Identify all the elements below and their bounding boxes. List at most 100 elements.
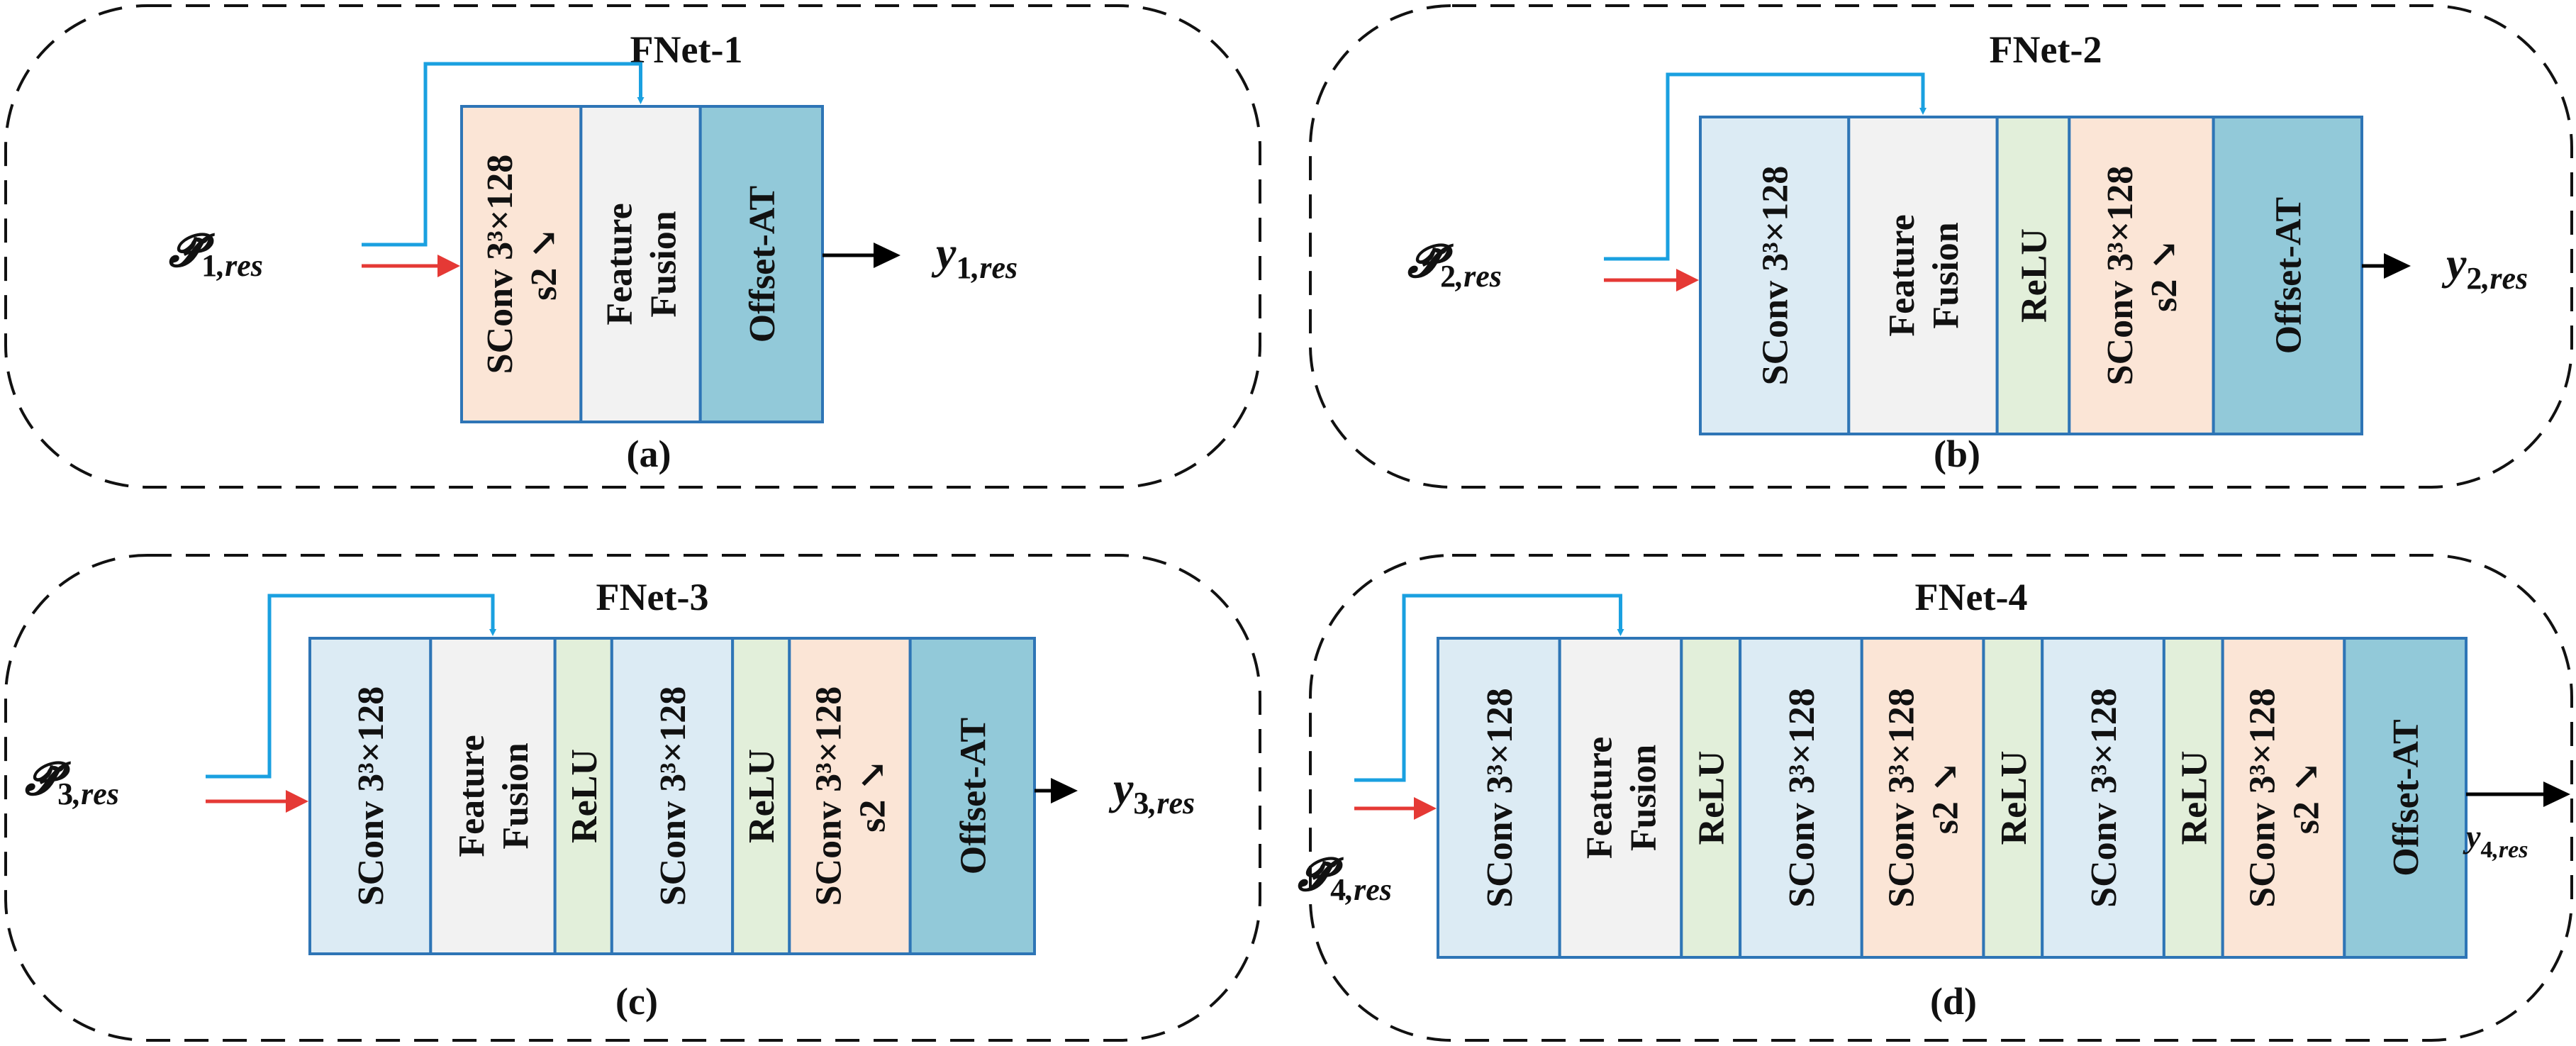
block-label: Offset-AT [742,186,783,343]
block-rect [908,637,1036,955]
block-label: ReLU [1994,751,2034,845]
block-rect [2343,637,2468,959]
output-label: y4,res [2463,818,2528,863]
block-rect [579,105,702,423]
block-label: ReLU [2174,751,2214,845]
block-sconv: SConv 3³×128 [1739,637,1863,959]
block-offset: Offset-AT [2343,637,2468,959]
panel-title: FNet-1 [630,28,743,71]
input-arrowhead [286,790,308,813]
input-label: 𝓟̃1,res [169,226,263,283]
block-label: Offset-AT [2386,719,2426,876]
block-label: s2 ↘ [2287,762,2327,835]
block-label: SConv 3³×128 [1882,688,1922,908]
block-rect [460,105,583,423]
block-relu: ReLU [553,637,613,955]
output-arrowhead [1051,778,1078,803]
block-offset: Offset-AT [908,637,1036,955]
block-label: SConv 3³×128 [1782,688,1822,908]
block-rect [1558,637,1683,959]
panel-caption: (a) [627,433,671,475]
block-label: SConv 3³×128 [653,686,693,906]
block-label: SConv 3³×128 [480,155,520,374]
block-label: Fusion [1926,222,1966,328]
panel-caption: (d) [1930,980,1977,1023]
block-label: SConv 3³×128 [2084,688,2124,908]
block-rect [2221,637,2346,959]
block-rect [698,105,825,423]
block-rect [610,637,735,955]
block-offset: Offset-AT [698,105,825,423]
block-offset: Offset-AT [2212,116,2364,435]
block-label: SConv 3³×128 [1756,166,1796,386]
panel-caption: (c) [615,980,658,1023]
block-label: ReLU [2014,228,2054,323]
block-rect [2162,637,2224,959]
block-label: SConv 3³×128 [2100,166,2141,386]
output-arrowhead [2384,253,2411,279]
panel-title: FNet-4 [1915,576,2028,618]
panel-title: FNet-2 [1990,28,2102,71]
panel-frame-d [1309,554,2573,1042]
block-label: s2 ↘ [852,760,893,833]
block-label: s2 ↘ [1926,762,1966,835]
skip-connection-arrow [1354,594,1624,782]
block-sconv: SConv 3³×128 [1437,637,1561,959]
block-label: SConv 3³×128 [1480,688,1520,908]
block-label: Offset-AT [2268,197,2309,354]
block-rect [2041,637,2165,959]
block-label: Feature [452,735,492,857]
block-rect [429,637,557,955]
block-label: Feature [1882,214,1922,336]
block-relu: ReLU [1680,637,1742,959]
block-sconv: SConv 3³×128 [308,637,433,955]
block-label: Fusion [643,211,684,317]
block-relu: ReLU [731,637,791,955]
input-label: 𝓟̃4,res [1298,850,1392,907]
block-rect [1437,637,1561,959]
block-label: s2 ↘ [524,228,564,301]
block-rect [1847,116,1999,435]
block-label: ReLU [1692,751,1732,845]
block-rect [1739,637,1863,959]
panel-frame-b [1309,4,2573,489]
block-label: SConv 3³×128 [2243,688,2283,908]
block-label: Fusion [1623,745,1663,851]
input-arrowhead [1414,797,1437,820]
output-label: y2,res [2441,238,2528,296]
panel-frame-c [4,554,1261,1042]
block-label: Fusion [496,742,536,849]
skip-connection-arrow [1604,72,1927,261]
block-label: Offset-AT [953,718,993,874]
block-sconv: SConv 3³×128 [1699,116,1851,435]
input-label: 𝓟̃2,res [1407,236,1502,294]
block-relu: ReLU [1995,116,2071,435]
panel-caption: (b) [1934,433,1980,475]
output-label: y3,res [1108,763,1195,820]
block-sconv: SConv 3³×128 [2041,637,2165,959]
panel-title: FNet-3 [596,576,709,618]
block-label: ReLU [742,749,782,843]
block-relu: ReLU [1982,637,2044,959]
block-label: Feature [1579,737,1619,859]
block-label: SConv 3³×128 [351,686,391,906]
block-sconv: SConv 3³×128 [610,637,735,955]
block-label: Feature [599,203,640,325]
skip-connection-arrow [362,62,645,247]
block-rect [1680,637,1742,959]
block-rect [1982,637,2044,959]
block-rect [2068,116,2215,435]
input-arrowhead [437,255,460,277]
